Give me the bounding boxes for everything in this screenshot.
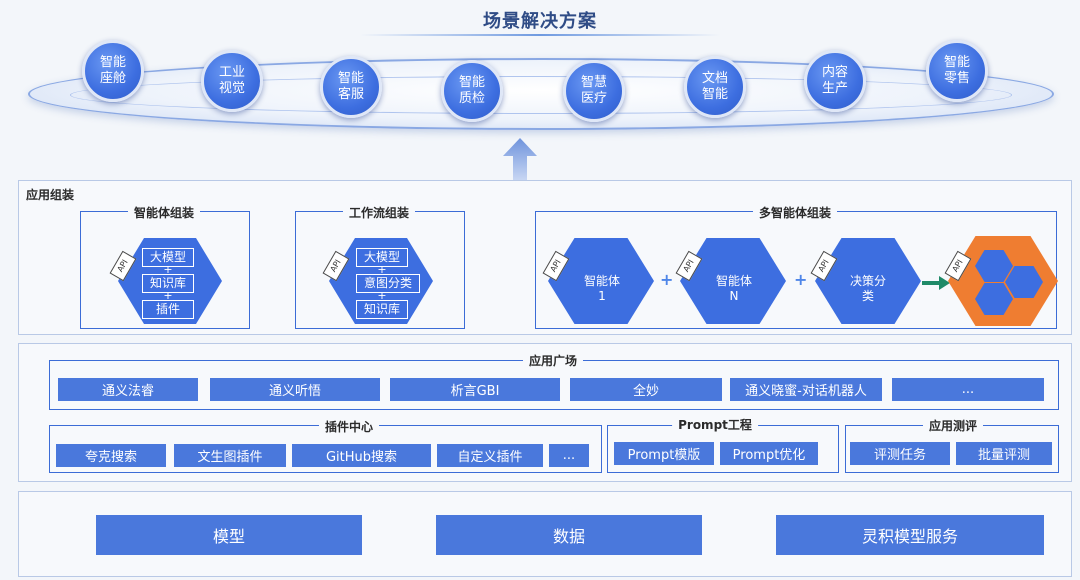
- up-arrow-icon: [503, 138, 537, 180]
- decision-label-line: 决策分: [849, 274, 886, 288]
- plugin-center-title: 插件中心: [318, 418, 380, 435]
- scenario-item-label: 工业视觉: [218, 65, 245, 96]
- agent-1-hexagon[interactable]: [548, 238, 654, 324]
- agent-n-label-line: 智能体: [715, 274, 752, 288]
- agent-stack-item: 知识库: [142, 274, 194, 293]
- scenario-item-smart-service[interactable]: 智能客服: [320, 56, 382, 118]
- agent-assembly-title: 智能体组装: [127, 204, 201, 221]
- scenario-item-content-production[interactable]: 内容生产: [804, 50, 866, 112]
- agent-1-label-line: 智能体: [583, 274, 620, 288]
- title-underline: [360, 34, 720, 36]
- scenario-item-label: 智能质检: [458, 75, 485, 106]
- scenario-item-industrial-vision[interactable]: 工业视觉: [201, 50, 263, 112]
- plus-icon: +: [660, 270, 674, 289]
- plus-icon: +: [377, 263, 387, 276]
- scenario-platform-inner-ring: [70, 76, 1012, 114]
- scenario-item-label: 智能座舱: [99, 55, 126, 86]
- agent-n-label-line: N: [729, 289, 739, 303]
- scenario-item-smart-qc[interactable]: 智能质检: [441, 60, 503, 122]
- plaza-item-button[interactable]: 通义法睿: [58, 378, 198, 401]
- plus-icon: +: [163, 263, 173, 276]
- agent-stack-item: 插件: [142, 300, 194, 319]
- scenario-item-smart-retail[interactable]: 智能零售: [926, 40, 988, 102]
- decision-label-line: 类: [861, 289, 874, 303]
- plugin-item-button[interactable]: 文生图插件: [174, 444, 286, 467]
- workflow-assembly-title: 工作流组装: [342, 204, 416, 221]
- plaza-item-button[interactable]: 析言GBI: [390, 378, 560, 401]
- scenario-item-label: 内容生产: [821, 65, 848, 96]
- scenario-item-doc-intelligence[interactable]: 文档智能: [684, 56, 746, 118]
- decision-hexagon[interactable]: [815, 238, 921, 324]
- foundation-service-button[interactable]: 灵积模型服务: [776, 515, 1044, 555]
- plaza-more-button[interactable]: ...: [892, 378, 1044, 401]
- app-plaza-title: 应用广场: [522, 352, 584, 369]
- plugin-item-button[interactable]: 自定义插件: [437, 444, 543, 467]
- app-assembly-label: 应用组装: [26, 188, 75, 202]
- evaluation-item-button[interactable]: 批量评测: [956, 442, 1052, 465]
- foundation-model-button[interactable]: 模型: [96, 515, 362, 555]
- agent-n-label: 智能体 N: [704, 274, 764, 304]
- plus-icon: +: [377, 289, 387, 302]
- prompt-engineering-title: Prompt工程: [672, 416, 758, 433]
- scenario-item-smart-medical[interactable]: 智慧医疗: [563, 60, 625, 122]
- plaza-item-button[interactable]: 通义晓蜜-对话机器人: [730, 378, 882, 401]
- agent-stack-item: 大模型: [142, 248, 194, 267]
- plugin-more-button[interactable]: ...: [549, 444, 589, 467]
- plaza-item-button[interactable]: 全妙: [570, 378, 722, 401]
- agent-n-hexagon[interactable]: [680, 238, 786, 324]
- scenario-title: 场景解决方案: [483, 11, 597, 32]
- prompt-item-button[interactable]: Prompt模版: [614, 442, 714, 465]
- scenario-item-label: 智能客服: [337, 71, 364, 102]
- workflow-hexagon[interactable]: [329, 238, 433, 324]
- scenario-item-label: 智慧医疗: [580, 75, 607, 106]
- prompt-item-button[interactable]: Prompt优化: [720, 442, 818, 465]
- workflow-stack-item: 知识库: [356, 300, 408, 319]
- arrow-right-icon: [922, 276, 950, 290]
- plus-icon: +: [163, 289, 173, 302]
- decision-label: 决策分 类: [838, 274, 898, 304]
- plugin-item-button[interactable]: 夸克搜索: [56, 444, 166, 467]
- plaza-item-button[interactable]: 通义听悟: [210, 378, 380, 401]
- workflow-stack-item: 意图分类: [356, 274, 420, 293]
- foundation-data-button[interactable]: 数据: [436, 515, 702, 555]
- scenario-item-label: 智能零售: [943, 55, 970, 86]
- scenario-item-smart-cockpit[interactable]: 智能座舱: [82, 40, 144, 102]
- app-evaluation-title: 应用测评: [922, 417, 984, 434]
- plus-icon: +: [794, 270, 808, 289]
- workflow-stack-item: 大模型: [356, 248, 408, 267]
- multi-agent-assembly-title: 多智能体组装: [752, 204, 838, 221]
- scenario-item-label: 文档智能: [701, 71, 728, 102]
- agent-1-label: 智能体 1: [572, 274, 632, 304]
- evaluation-item-button[interactable]: 评测任务: [850, 442, 950, 465]
- plugin-item-button[interactable]: GitHub搜索: [292, 444, 431, 467]
- agent-1-label-line: 1: [598, 289, 606, 303]
